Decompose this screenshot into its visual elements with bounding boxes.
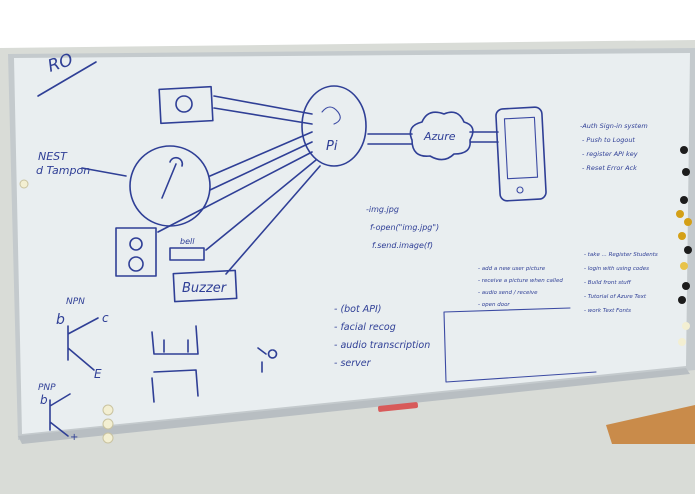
npn-transistor-icon [67,317,99,371]
pnp-plus-label: + [70,432,78,443]
switch-symbol-icon [257,347,278,373]
phone-home-button [516,186,524,194]
arrow-doorbell-pi [209,131,313,177]
pi-note: f-open("img.jpg") [370,223,439,232]
pi-node [301,85,367,167]
right-note: - work Text Fonts [584,308,631,314]
speaker-cone-bottom-icon [128,256,144,272]
buzzer-label: Buzzer [182,281,228,296]
phone-note: - register API key [582,150,638,158]
npn-emitter-label: E [94,367,102,381]
phone-screen [503,116,539,180]
phone-notes: -Auth Sign-in system - Push to Logout - … [580,122,648,172]
todo-item: - audio send / receive [478,290,538,296]
pi-note: -img.jpg [366,205,399,214]
nest-label: NEST d Tampon [36,150,90,177]
pnp-label: PNP [38,383,56,393]
right-note: - Build front stuff [584,280,632,286]
buzzer-box [172,269,238,303]
todo-list: - add a new user picture - receive a pic… [478,266,563,308]
azure-cloud-icon [409,111,474,161]
todo-item: - add a new user picture [478,266,546,272]
sketch-box [443,307,597,383]
phone-note: - Push to Logout [582,136,635,144]
magnets [676,146,692,346]
right-note: - login with using codes [584,266,649,272]
npn-base-label: b [56,312,65,328]
bell-label: bell [180,237,195,246]
arrow-nest [81,167,127,177]
pi-notes: -img.jpg f-open("img.jpg") f.send.image(… [366,205,439,250]
bell-box [169,247,205,261]
camera-box [158,85,214,125]
corner-stroke [37,61,97,97]
circuit-sketches: NPN b c E PNP b + [38,297,278,443]
relay-circuit-icon [151,325,199,355]
npn-label: NPN [66,297,85,307]
phone-note: -Auth Sign-in system [580,122,648,130]
phone-icon [495,106,547,202]
arrow-pi-camera [213,107,313,125]
todo-item: - receive a picture when called [478,278,563,284]
phone-note: - Reset Error Ack [582,164,637,172]
arrow-buzzer-pi [225,165,321,275]
bot-item: - audio transcription [334,340,430,351]
arrow-bell-pi [205,159,317,251]
marker-tray [18,368,690,444]
right-note: - Tutorial of Azure Text [584,294,647,300]
camera-lens-icon [175,95,193,113]
todo-item: - open door [478,302,510,308]
pi-label: Pi [326,139,338,154]
pnp-transistor-icon [49,393,71,437]
marker [377,402,419,412]
bot-list: - (bot API) - facial recog - audio trans… [334,304,430,369]
speaker-box [115,227,157,277]
arrow-pi-doorbell [209,141,313,191]
bot-item: - server [334,358,372,369]
magnets-left [19,179,114,444]
microphone-icon [161,156,184,199]
npn-collector-label: c [102,311,109,325]
bot-item: - (bot API) [334,304,381,315]
arrow-camera-pi [213,95,313,115]
right-note: - take ... Register Students [584,252,658,258]
speaker-cone-top-icon [129,237,143,251]
arrow-speaker-pi [157,151,313,233]
pnp-base-label: b [40,393,48,407]
switch-circuit-icon [151,369,199,403]
raspberry-icon [321,106,341,125]
pi-note: f.send.image(f) [372,241,433,250]
desk [606,405,695,444]
right-notes: - take ... Register Students - login wit… [584,252,658,314]
azure-label: Azure [423,130,456,143]
bot-item: - facial recog [334,322,396,333]
